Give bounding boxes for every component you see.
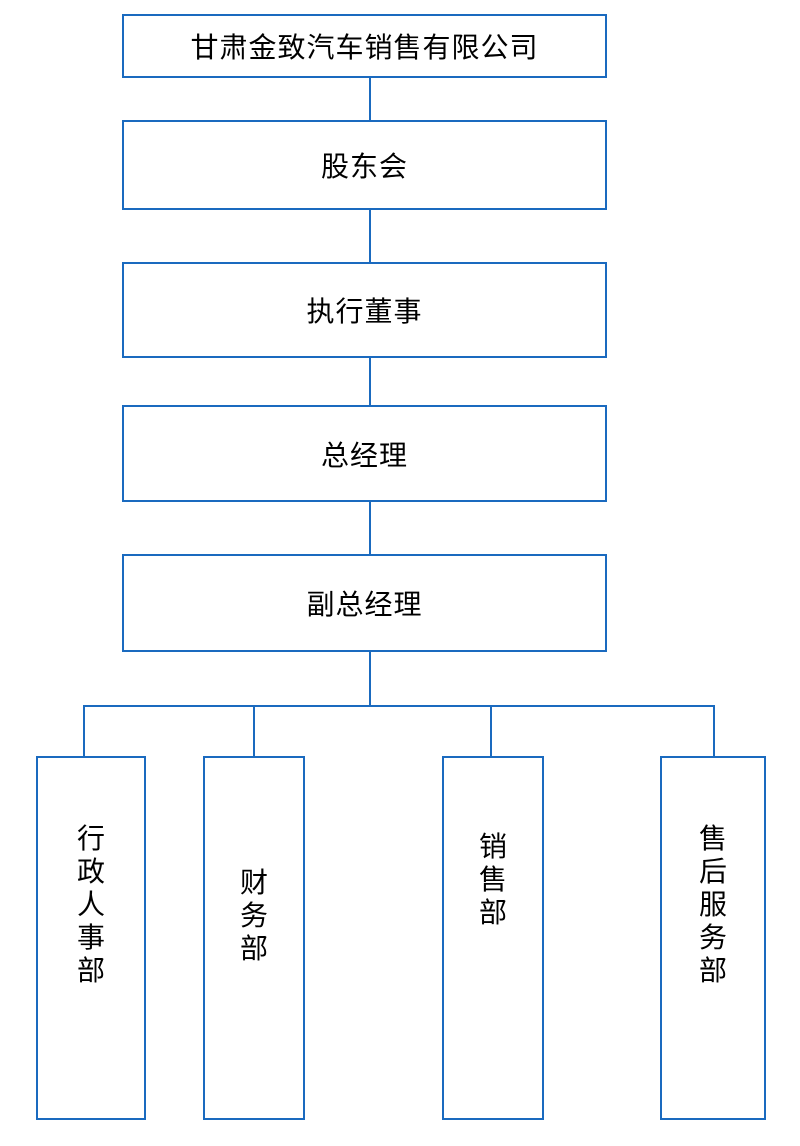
org-node-deputy-general-manager: 副总经理 bbox=[122, 554, 607, 652]
org-node-sales-dept-label: 销售部 bbox=[479, 831, 508, 928]
connector-drop-finance bbox=[253, 706, 255, 756]
org-node-admin-hr-dept-label: 行政人事部 bbox=[77, 823, 106, 986]
org-node-company-label: 甘肃金致汽车销售有限公司 bbox=[190, 32, 539, 63]
connector-branch-bar bbox=[83, 705, 715, 707]
connector-deputy-trunk bbox=[369, 652, 371, 706]
connector-executive-director-to-general-manager bbox=[369, 358, 371, 405]
org-node-executive-director: 执行董事 bbox=[122, 262, 607, 358]
connector-drop-sales bbox=[490, 706, 492, 756]
org-node-after-sales-service-dept-label: 售后服务部 bbox=[699, 823, 728, 986]
org-node-shareholders-meeting-label: 股东会 bbox=[320, 151, 408, 182]
org-node-company: 甘肃金致汽车销售有限公司 bbox=[122, 14, 607, 78]
org-node-shareholders-meeting: 股东会 bbox=[122, 120, 607, 210]
org-node-after-sales-service-dept: 售后服务部 bbox=[660, 756, 766, 1120]
org-node-general-manager: 总经理 bbox=[122, 405, 607, 502]
org-node-general-manager-label: 总经理 bbox=[320, 439, 408, 471]
org-node-finance-dept: 财务部 bbox=[203, 756, 305, 1120]
org-node-admin-hr-dept: 行政人事部 bbox=[36, 756, 146, 1120]
connector-general-manager-to-deputy bbox=[369, 502, 371, 554]
org-node-sales-dept: 销售部 bbox=[442, 756, 544, 1120]
connector-drop-admin-hr bbox=[83, 706, 85, 756]
connector-shareholders-to-executive-director bbox=[369, 210, 371, 262]
connector-company-to-shareholders bbox=[369, 78, 371, 120]
org-node-deputy-general-manager-label: 副总经理 bbox=[306, 589, 423, 620]
org-node-executive-director-label: 执行董事 bbox=[306, 296, 423, 327]
connector-drop-after-sales bbox=[713, 706, 715, 756]
org-node-finance-dept-label: 财务部 bbox=[240, 867, 269, 964]
